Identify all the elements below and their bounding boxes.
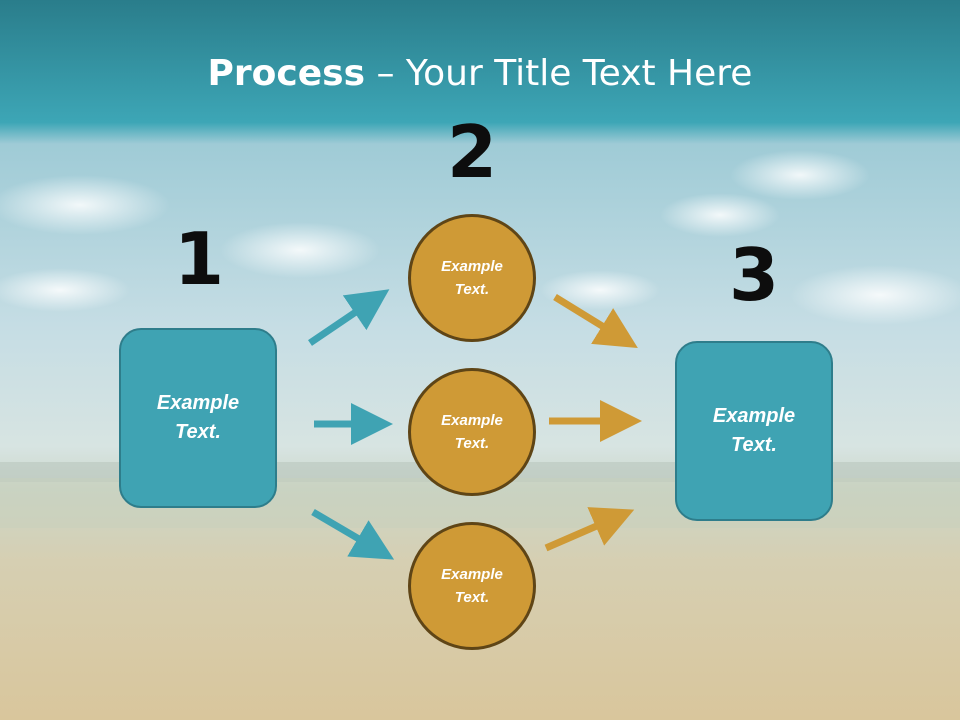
circle-bottom-line2: Text. — [454, 589, 490, 606]
step-2-circle-middle: Example Text. — [408, 368, 536, 496]
circle-top-line1: Example — [441, 258, 503, 275]
circle-bottom-line1: Example — [441, 566, 503, 583]
step-number-3: 3 — [728, 233, 780, 317]
circle-middle-line2: Text. — [454, 435, 490, 452]
step-number-1: 1 — [173, 217, 225, 301]
step-2-circle-top: Example Text. — [408, 214, 536, 342]
title-rest: – Your Title Text Here — [365, 53, 753, 94]
step-1-label-line2: Text. — [175, 421, 221, 443]
step-3-label-line1: Example — [712, 405, 796, 427]
step-2-circle-bottom: Example Text. — [408, 522, 536, 650]
arrow-from-circle-bottom — [544, 507, 635, 552]
circle-middle-line1: Example — [441, 412, 503, 429]
step-3-box: Example Text. — [675, 341, 833, 521]
arrow-to-circle-bottom — [311, 508, 395, 560]
circle-top-line2: Text. — [454, 281, 490, 298]
step-number-2: 2 — [446, 110, 498, 194]
step-1-box: Example Text. — [119, 328, 277, 508]
arrow-from-circle-top — [553, 294, 638, 349]
arrow-to-circle-top — [308, 289, 390, 346]
step-1-label-line1: Example — [156, 392, 240, 414]
slide-title: Process – Your Title Text Here — [0, 52, 960, 96]
step-3-label-line2: Text. — [731, 434, 777, 456]
title-bold: Process — [207, 53, 366, 94]
